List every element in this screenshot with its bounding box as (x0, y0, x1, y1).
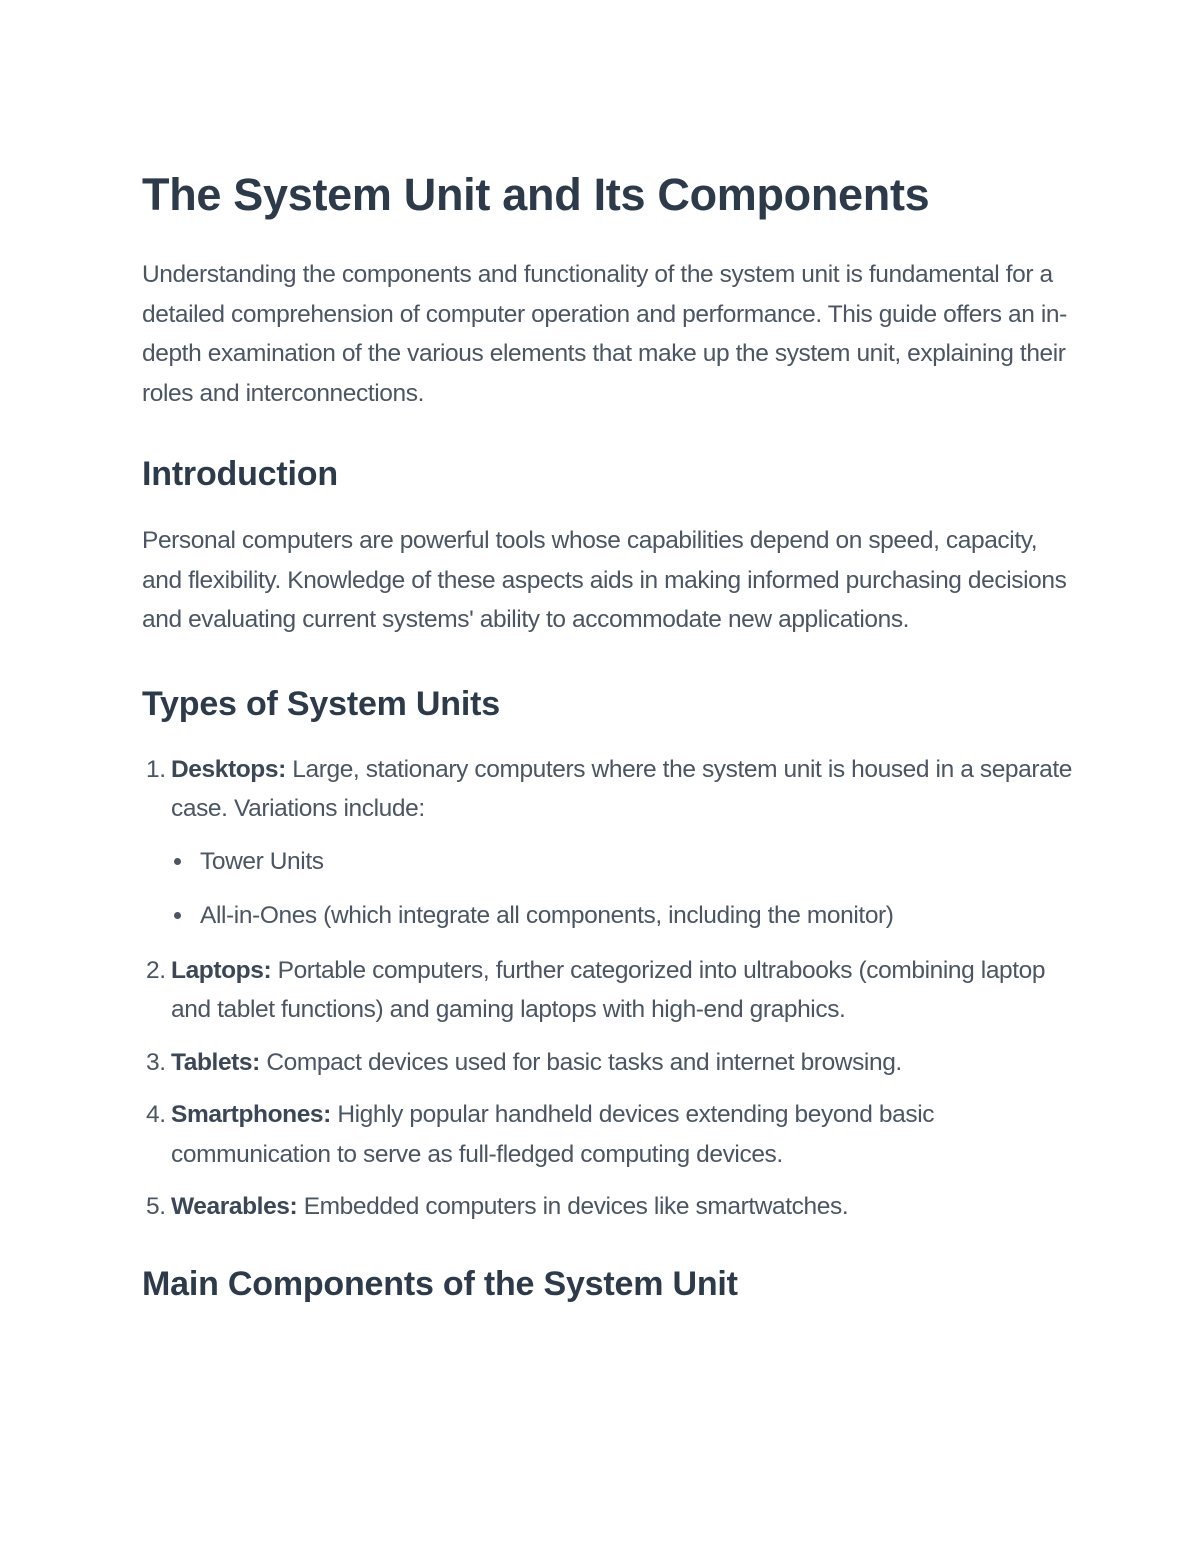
list-item: 4. Smartphones: Highly popular handheld … (142, 1095, 1072, 1174)
list-text: Compact devices used for basic tasks and… (259, 1048, 902, 1076)
sub-list-text: All-in-Ones (which integrate all compone… (200, 902, 894, 929)
sub-list-text: Tower Units (200, 847, 324, 875)
types-list: 1. Desktops: Large, stationary computers… (142, 750, 1072, 1227)
list-number: 2. (146, 956, 166, 984)
sub-list-item: All-in-Ones (which integrate all compone… (171, 896, 1072, 936)
introduction-paragraph: Personal computers are powerful tools wh… (142, 527, 1067, 633)
list-number: 5. (146, 1193, 166, 1220)
list-term: Smartphones: (171, 1101, 331, 1128)
list-number: 4. (146, 1101, 166, 1128)
sub-list-item: Tower Units (171, 842, 1072, 882)
list-term: Desktops: (171, 755, 286, 783)
list-text: Large, stationary computers where the sy… (171, 755, 1072, 823)
section-heading-main-components: Main Components of the System Unit (142, 1264, 738, 1303)
sub-list: Tower Units All-in-Ones (which integrate… (171, 842, 1072, 936)
section-heading-types: Types of System Units (142, 684, 500, 723)
list-term: Laptops: (171, 956, 272, 984)
list-text: Embedded computers in devices like smart… (297, 1193, 849, 1220)
list-number: 1. (146, 755, 166, 783)
list-text: Portable computers, further categorized … (171, 956, 1046, 1024)
page-title: The System Unit and Its Components (142, 169, 930, 220)
list-item: 1. Desktops: Large, stationary computers… (142, 750, 1072, 936)
intro-paragraph: Understanding the components and functio… (142, 261, 1067, 407)
list-item: 5. Wearables: Embedded computers in devi… (142, 1187, 1072, 1227)
list-number: 3. (146, 1048, 166, 1076)
list-item: 3. Tablets: Compact devices used for bas… (142, 1043, 1072, 1083)
list-term: Tablets: (171, 1048, 260, 1076)
bullet-icon (174, 857, 181, 865)
list-text: Highly popular handheld devices extendin… (171, 1101, 935, 1168)
section-heading-introduction: Introduction (142, 455, 338, 493)
list-term: Wearables: (171, 1193, 298, 1220)
list-item: 2. Laptops: Portable computers, further … (142, 951, 1072, 1030)
document-content: The System Unit and Its Components Under… (142, 165, 1072, 1307)
bullet-icon (174, 912, 181, 919)
